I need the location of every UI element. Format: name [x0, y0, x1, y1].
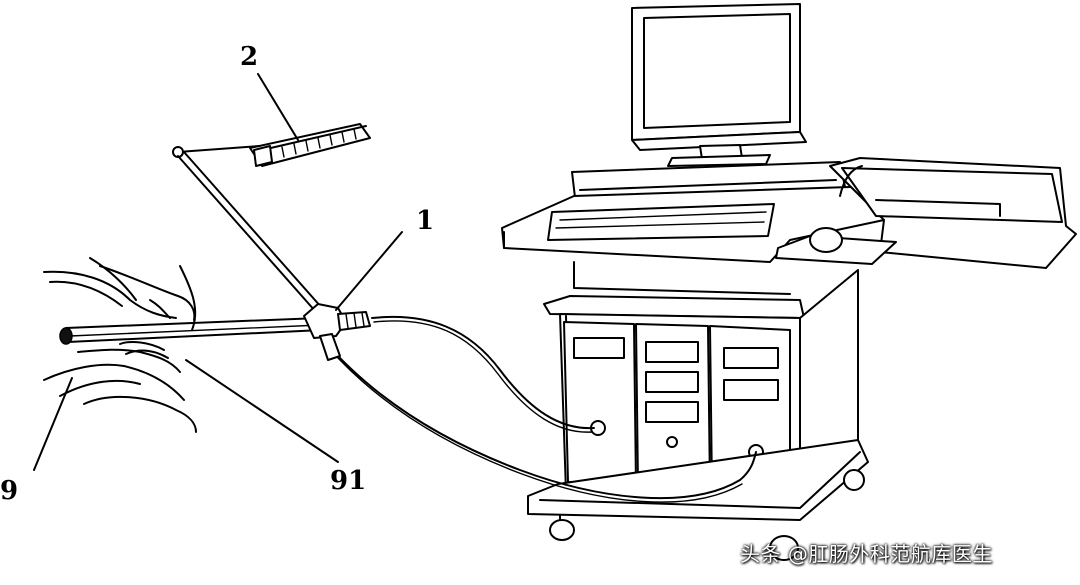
- label-1: 1: [416, 206, 435, 236]
- watermark: 头条 @肛肠外科范航库医生: [740, 542, 993, 566]
- monitor: [631, 3, 807, 167]
- label-2: 2: [240, 42, 259, 72]
- label-9: 9: [0, 476, 19, 506]
- leader-lines: [33, 73, 403, 471]
- endoscope-cart: [501, 157, 1077, 561]
- rectoscope: [59, 303, 371, 361]
- cables: [335, 315, 757, 503]
- label-91: 91: [330, 466, 367, 496]
- scope-holder: [172, 123, 371, 313]
- patient-anatomy: [43, 257, 197, 433]
